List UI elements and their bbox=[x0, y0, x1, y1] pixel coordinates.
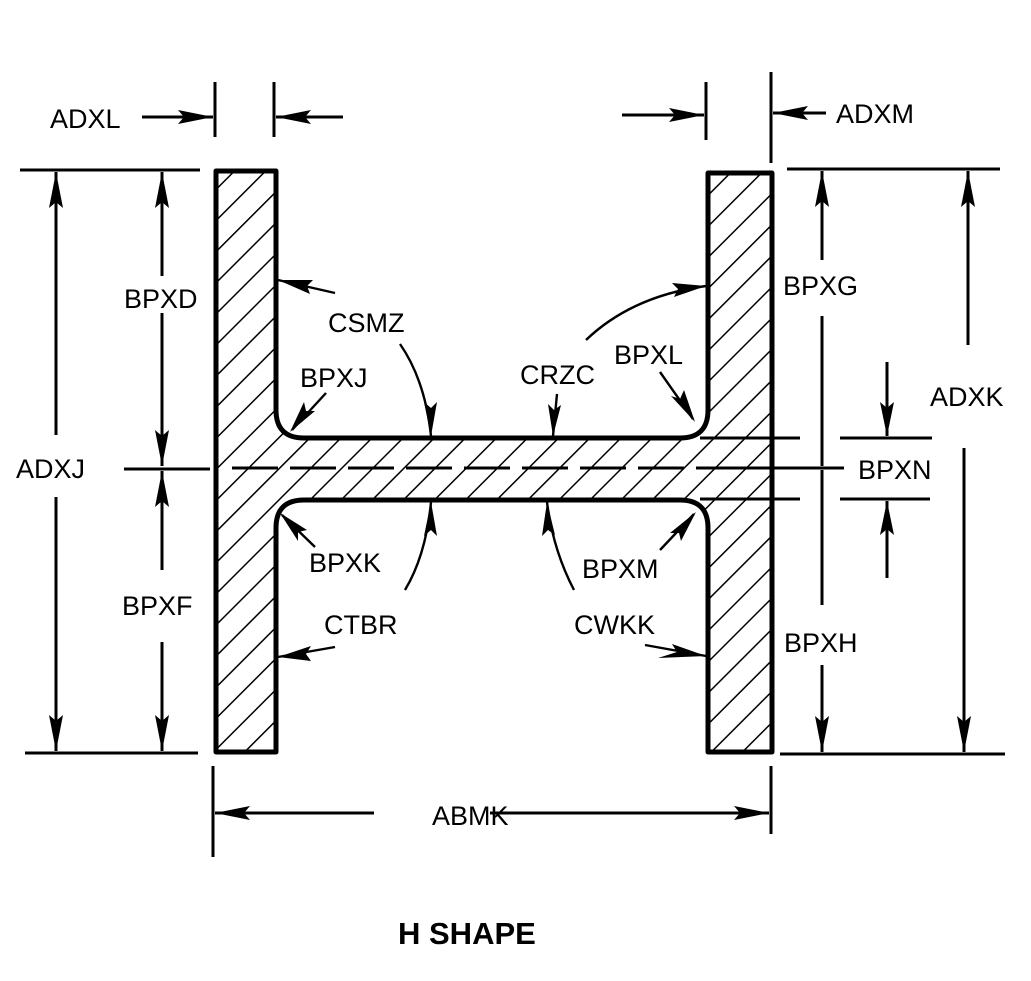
label-bpxk: BPXK bbox=[309, 548, 381, 578]
arrowhead-icon bbox=[155, 715, 169, 751]
arrowhead-icon bbox=[178, 110, 213, 124]
arrowhead-icon bbox=[669, 108, 704, 122]
arrowhead-icon bbox=[957, 716, 971, 752]
arrowhead-icon bbox=[155, 471, 169, 507]
leader-ctbr: CTBR bbox=[277, 501, 437, 661]
arrowhead-icon bbox=[276, 110, 311, 124]
diagram-title: H SHAPE bbox=[398, 916, 536, 951]
arrowhead-icon bbox=[49, 172, 63, 208]
arrowhead-icon bbox=[880, 501, 894, 535]
dimension-bpxd: BPXD bbox=[124, 172, 198, 466]
arrowhead-icon bbox=[155, 172, 169, 208]
arrowhead-icon bbox=[424, 502, 437, 536]
label-bpxl: BPXL bbox=[614, 340, 683, 370]
arrowhead-icon bbox=[155, 430, 169, 466]
leader-bpxk: BPXK bbox=[280, 513, 381, 578]
arrowhead-icon bbox=[424, 402, 437, 436]
dimension-adxk: ADXK bbox=[780, 167, 1005, 756]
label-adxl: ADXL bbox=[50, 104, 121, 134]
arrowhead-icon bbox=[815, 171, 829, 207]
label-ctbr: CTBR bbox=[324, 610, 398, 640]
arrowhead-icon bbox=[280, 513, 307, 541]
label-abmk: ABMK bbox=[432, 801, 509, 831]
arrowhead-icon bbox=[880, 402, 894, 436]
arrowhead-icon bbox=[672, 283, 706, 297]
label-bpxd: BPXD bbox=[124, 284, 198, 314]
label-cwkk: CWKK bbox=[574, 610, 655, 640]
label-adxm: ADXM bbox=[836, 99, 914, 129]
label-bpxj: BPXJ bbox=[300, 363, 368, 393]
leader-csmz: CSMZ bbox=[277, 278, 437, 437]
arrowhead-icon bbox=[290, 402, 315, 432]
arrowhead-icon bbox=[542, 502, 555, 536]
dimension-bpxn: BPXN bbox=[700, 362, 932, 578]
arrowhead-icon bbox=[734, 806, 769, 820]
arrowhead-icon bbox=[670, 512, 696, 541]
leader-bpxl: BPXL bbox=[614, 340, 695, 422]
dimension-abmk: ABMK bbox=[211, 766, 773, 857]
h-beam-section bbox=[213, 168, 775, 755]
label-crzc: CRZC bbox=[520, 360, 595, 390]
arrowhead-icon bbox=[215, 806, 250, 820]
leader-cwkk: CWKK bbox=[574, 610, 707, 658]
arrowhead-icon bbox=[278, 280, 313, 294]
dimension-bpxg: BPXG bbox=[783, 171, 858, 466]
arrowhead-icon bbox=[671, 390, 695, 422]
dimension-adxm: ADXM bbox=[622, 72, 914, 163]
arrowhead-icon bbox=[773, 106, 808, 120]
dimension-adxl: ADXL bbox=[50, 82, 343, 137]
arrowhead-icon bbox=[548, 404, 561, 436]
arrowhead-icon bbox=[961, 171, 975, 207]
arrowhead-icon bbox=[49, 715, 63, 751]
leader-bpxj: BPXJ bbox=[290, 363, 368, 432]
label-bpxh: BPXH bbox=[784, 628, 858, 658]
arrowhead-icon bbox=[658, 644, 706, 658]
label-csmz: CSMZ bbox=[328, 308, 405, 338]
dimension-bpxh: BPXH bbox=[784, 470, 858, 752]
dimension-adxj: ADXJ bbox=[16, 168, 200, 755]
leader-crzc: CRZC bbox=[520, 283, 707, 437]
leader-bpxm: BPXM bbox=[542, 501, 696, 591]
label-adxk: ADXK bbox=[930, 382, 1004, 412]
label-adxj: ADXJ bbox=[16, 454, 85, 484]
arrowhead-icon bbox=[815, 716, 829, 752]
label-bpxn: BPXN bbox=[858, 455, 932, 485]
label-bpxg: BPXG bbox=[783, 271, 858, 301]
dimension-bpxf: BPXF bbox=[122, 471, 193, 751]
label-bpxf: BPXF bbox=[122, 591, 193, 621]
arrowhead-icon bbox=[278, 646, 311, 661]
label-bpxm: BPXM bbox=[582, 554, 659, 584]
